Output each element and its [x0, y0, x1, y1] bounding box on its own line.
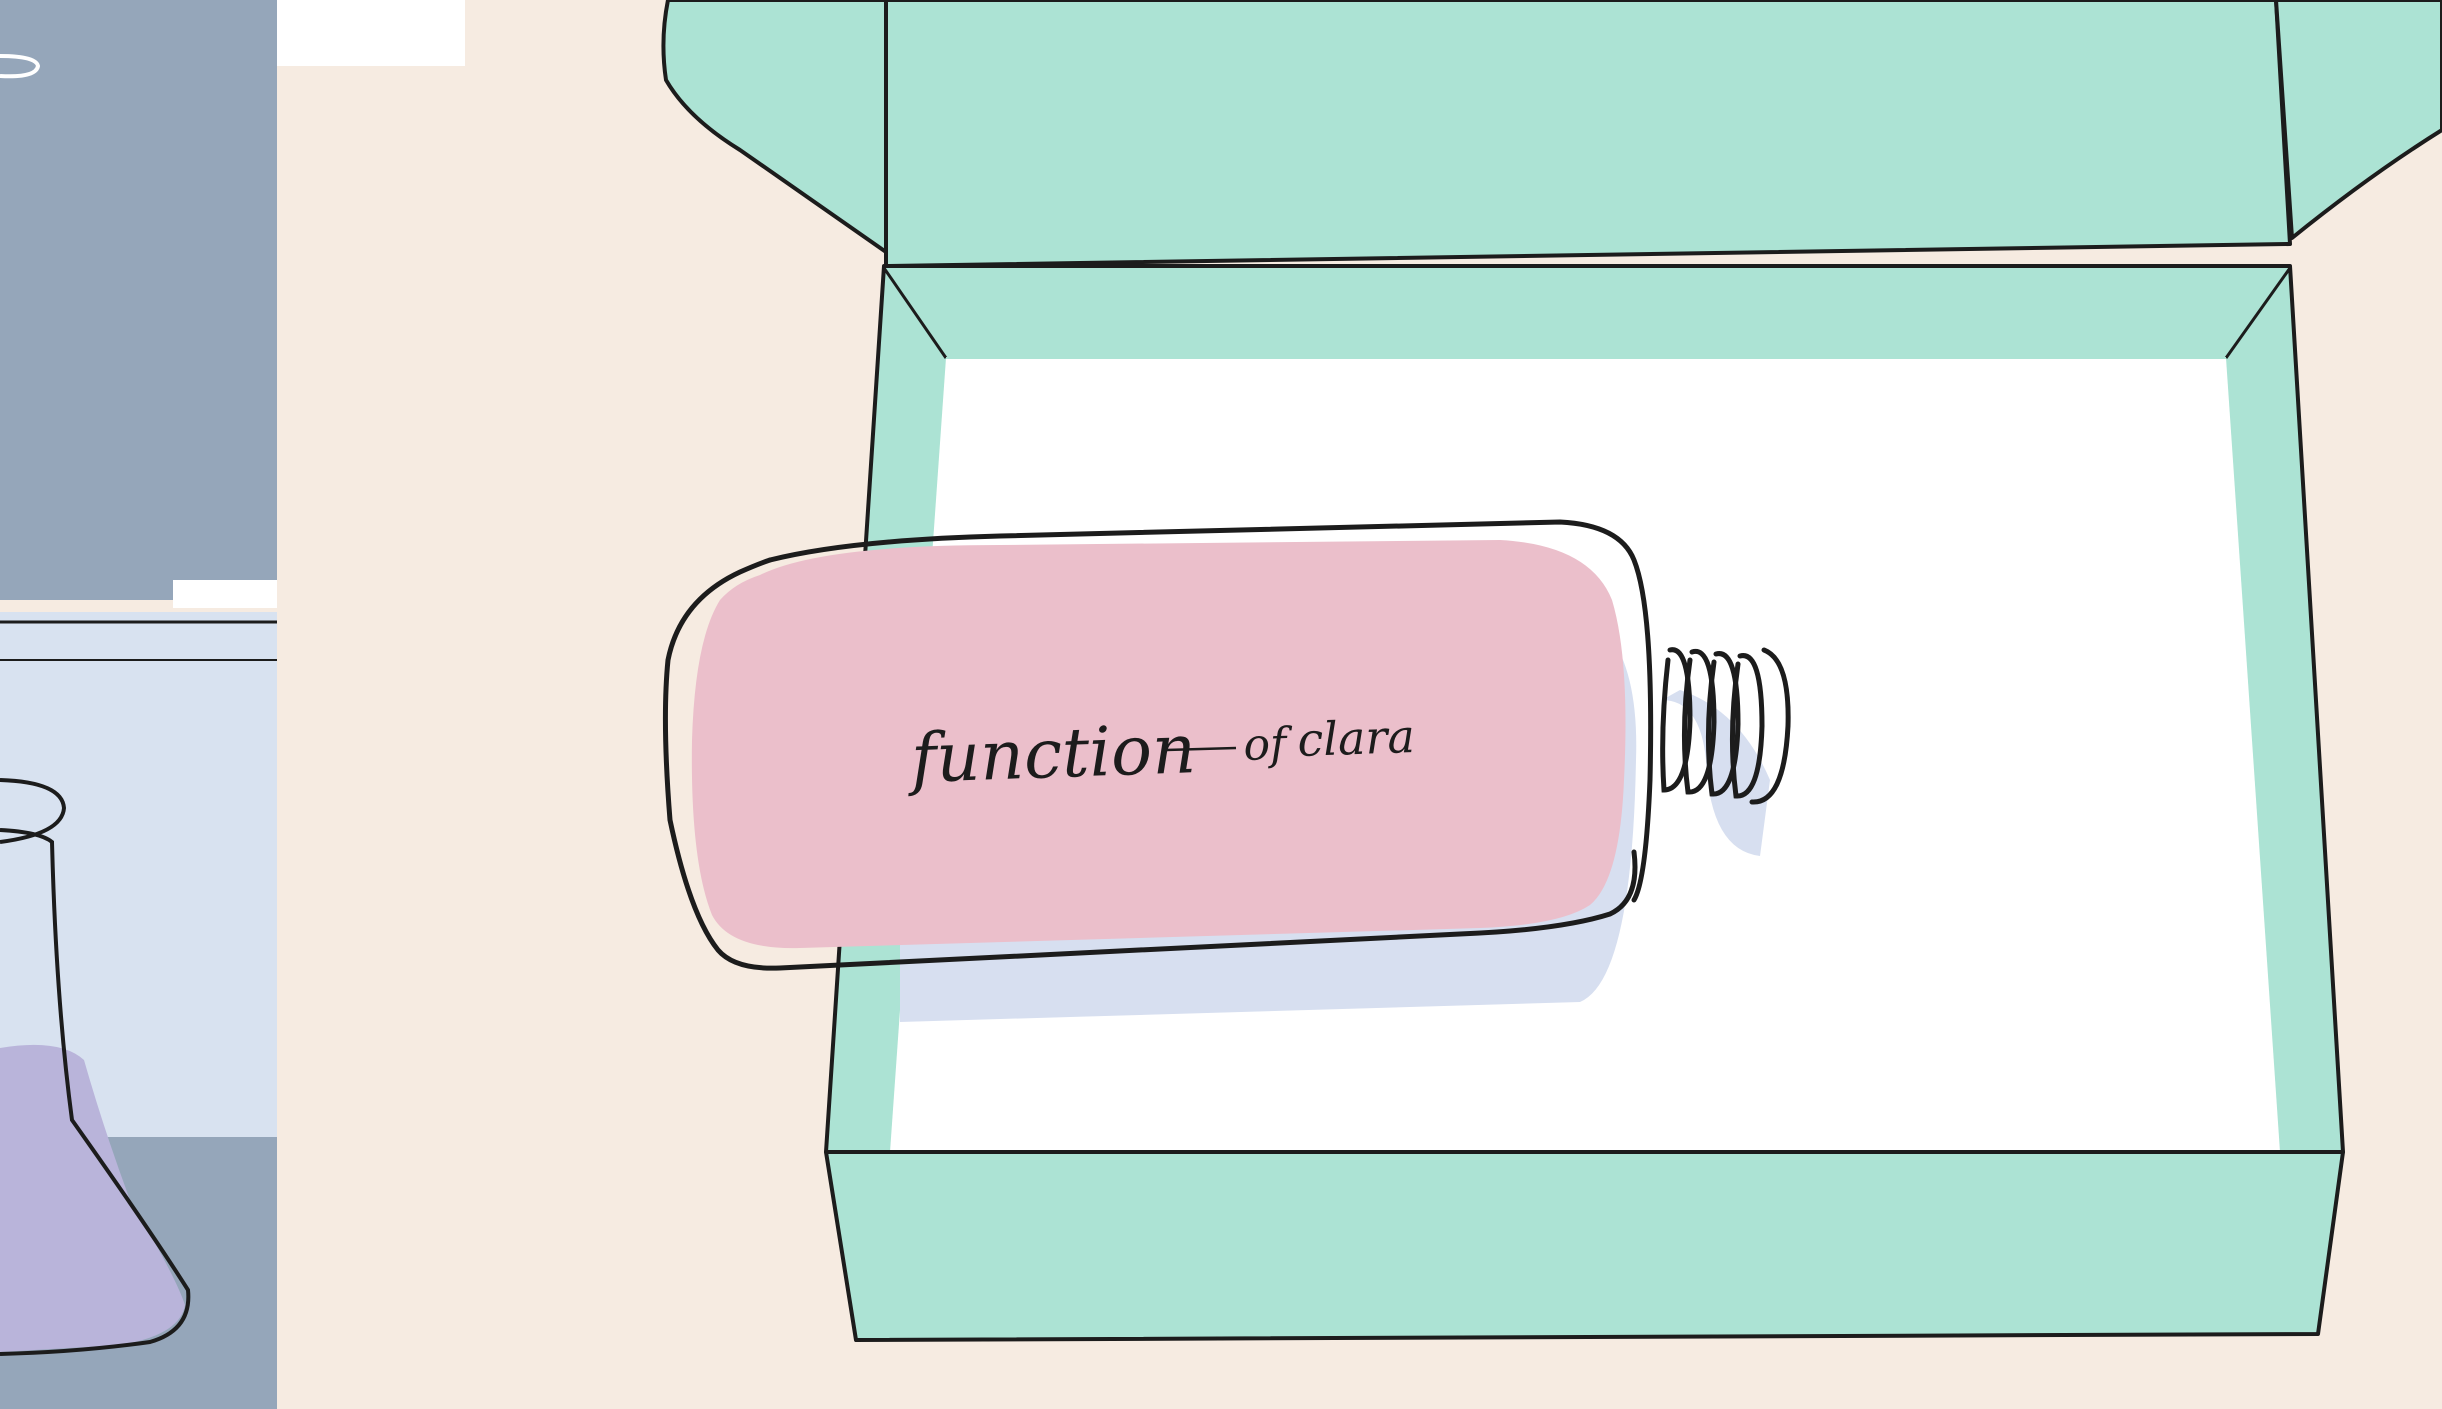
box-lid-panel	[884, 0, 2292, 268]
flask-outline	[0, 828, 191, 1356]
box-corner-right	[2224, 267, 2292, 359]
spring-coil-3	[1705, 651, 1741, 797]
bottle	[662, 519, 1654, 971]
spring-coil-5	[1749, 647, 1791, 805]
flask-rim	[0, 778, 67, 844]
bottle-outline	[767, 519, 1654, 903]
spring-coil-1	[1660, 647, 1693, 793]
bottle-pink-body	[691, 540, 1626, 949]
box-lid-right-flap	[2274, 0, 2442, 240]
label-of-text: of	[1243, 718, 1294, 771]
spring-coil-2	[1681, 648, 1717, 795]
label-main-text: function	[905, 710, 1197, 799]
label-brand-text: clara	[1296, 709, 1415, 767]
spring-shadow	[1662, 690, 1770, 856]
white-card	[277, 0, 465, 66]
bottle-label: function of clara	[905, 709, 1416, 799]
box-lid-left-flap	[661, 0, 888, 254]
panel-top-slate	[0, 0, 277, 600]
flask-liquid	[0, 1044, 185, 1352]
box-corner-left	[882, 267, 948, 359]
flask	[0, 778, 191, 1356]
spring-coil-4	[1729, 653, 1765, 799]
box-front-panel	[824, 1150, 2345, 1342]
box-lid	[661, 0, 2442, 268]
spring-cap	[1660, 647, 1791, 805]
bottle-outline-bottom	[662, 557, 1638, 971]
panel-top-notch	[173, 580, 277, 608]
panel-hook-icon	[0, 54, 41, 79]
label-dash-line	[1165, 746, 1237, 752]
